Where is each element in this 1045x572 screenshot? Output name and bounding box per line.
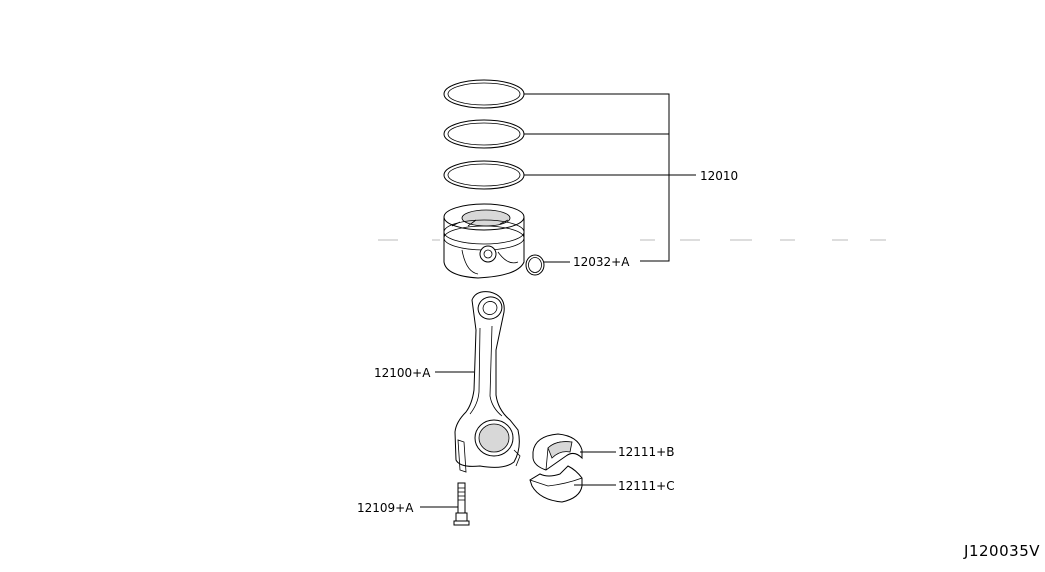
piston-ring-oil[interactable]: [443, 160, 525, 190]
bearing-upper[interactable]: [532, 433, 583, 471]
piston-ring-top[interactable]: [443, 79, 525, 109]
rod-bolt[interactable]: [453, 482, 470, 526]
diagram-code: J120035V: [963, 542, 1040, 560]
piston-ring-second[interactable]: [443, 119, 525, 149]
label-bearing-lower: 12111+C: [618, 479, 675, 493]
label-bearing-upper: 12111+B: [618, 445, 674, 459]
piston[interactable]: [443, 203, 525, 279]
label-piston-ring-set: 12010: [700, 169, 738, 183]
label-rod-bolt: 12109+A: [357, 501, 414, 515]
bearing-lower[interactable]: [529, 465, 583, 503]
piston-pin-snap-ring[interactable]: [525, 254, 545, 276]
leader-lines: [420, 93, 696, 508]
connecting-rod[interactable]: [454, 291, 521, 473]
label-connecting-rod: 12100+A: [374, 366, 431, 380]
label-piston-pin-snap-ring: 12032+A: [573, 255, 630, 269]
